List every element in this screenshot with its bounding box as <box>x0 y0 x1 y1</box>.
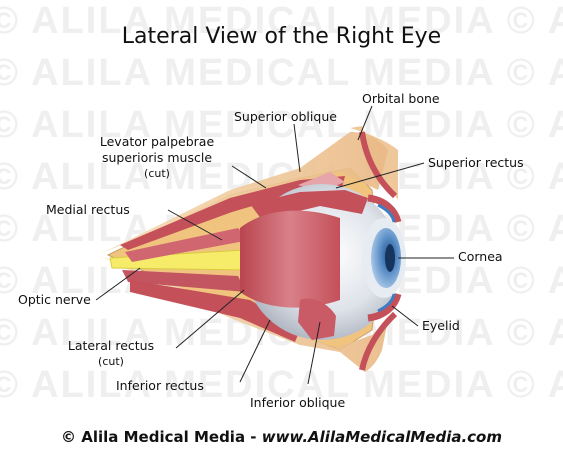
leader-orbital-bone <box>357 105 373 141</box>
leader-lateral-rectus <box>175 289 245 349</box>
diagram-title: Lateral View of the Right Eye <box>121 24 442 49</box>
inferior-oblique <box>298 298 336 340</box>
leader-superior-oblique <box>293 123 301 173</box>
label-levator-line1: Levator palpebrae <box>99 134 215 149</box>
orbital-rim-lower <box>359 311 398 371</box>
label-levator-line2: superioris muscle <box>101 150 213 165</box>
leader-eyelid <box>391 305 419 327</box>
inferior-rectus <box>130 280 300 342</box>
watermark-row: © ALILA MEDICAL MEDIA © ALILA MEDICAL ME… <box>0 52 563 94</box>
leader-superior-rectus <box>335 162 425 189</box>
label-lateral-rectus-line1: Lateral rectus <box>67 338 155 353</box>
upper-eyelid <box>367 194 402 224</box>
pupil <box>385 244 395 272</box>
leader-levator <box>231 165 267 189</box>
watermark-row: © ALILA MEDICAL MEDIA © ALILA MEDICAL ME… <box>0 104 563 146</box>
label-superior-rectus: Superior rectus <box>428 155 524 170</box>
watermark-row: © ALILA MEDICAL MEDIA © ALILA MEDICAL ME… <box>0 0 563 42</box>
medial-rectus <box>125 228 250 262</box>
label-optic-nerve: Optic nerve <box>18 292 91 307</box>
leader-inferior-rectus <box>239 319 271 383</box>
watermark-row: © ALILA MEDICAL MEDIA © ALILA MEDICAL ME… <box>0 364 563 406</box>
leader-inferior-oblique <box>307 321 321 385</box>
label-eyelid: Eyelid <box>422 318 460 333</box>
upper-eyelid-lining <box>377 203 396 223</box>
label-levator: Levator palpebrae superioris muscle (cut… <box>82 134 232 182</box>
copyright-footer: © Alila Medical Media - www.AlilaMedical… <box>0 428 563 446</box>
lower-eyelid <box>367 292 402 322</box>
label-orbital-bone: Orbital bone <box>362 91 440 106</box>
lateral-rectus-band <box>122 270 246 292</box>
orbital-rim-upper <box>359 131 398 199</box>
label-lateral-rectus-line2: (cut) <box>98 355 124 368</box>
label-superior-oblique: Superior oblique <box>234 109 337 124</box>
footer-website: www.AlilaMedicalMedia.com <box>261 428 502 446</box>
leader-optic-nerve <box>95 267 141 301</box>
orbital-bone <box>350 126 398 200</box>
label-lateral-rectus: Lateral rectus (cut) <box>52 338 170 370</box>
label-inferior-rectus: Inferior rectus <box>116 378 204 393</box>
lateral-rectus <box>240 210 340 308</box>
footer-credit: © Alila Medical Media - <box>61 428 262 446</box>
label-medial-rectus: Medial rectus <box>46 202 130 217</box>
label-levator-line3: (cut) <box>144 167 170 180</box>
leader-medial-rectus <box>167 209 223 241</box>
label-inferior-oblique: Inferior oblique <box>250 395 346 410</box>
label-cornea: Cornea <box>458 249 503 264</box>
lower-eyelid-lining <box>377 293 396 313</box>
